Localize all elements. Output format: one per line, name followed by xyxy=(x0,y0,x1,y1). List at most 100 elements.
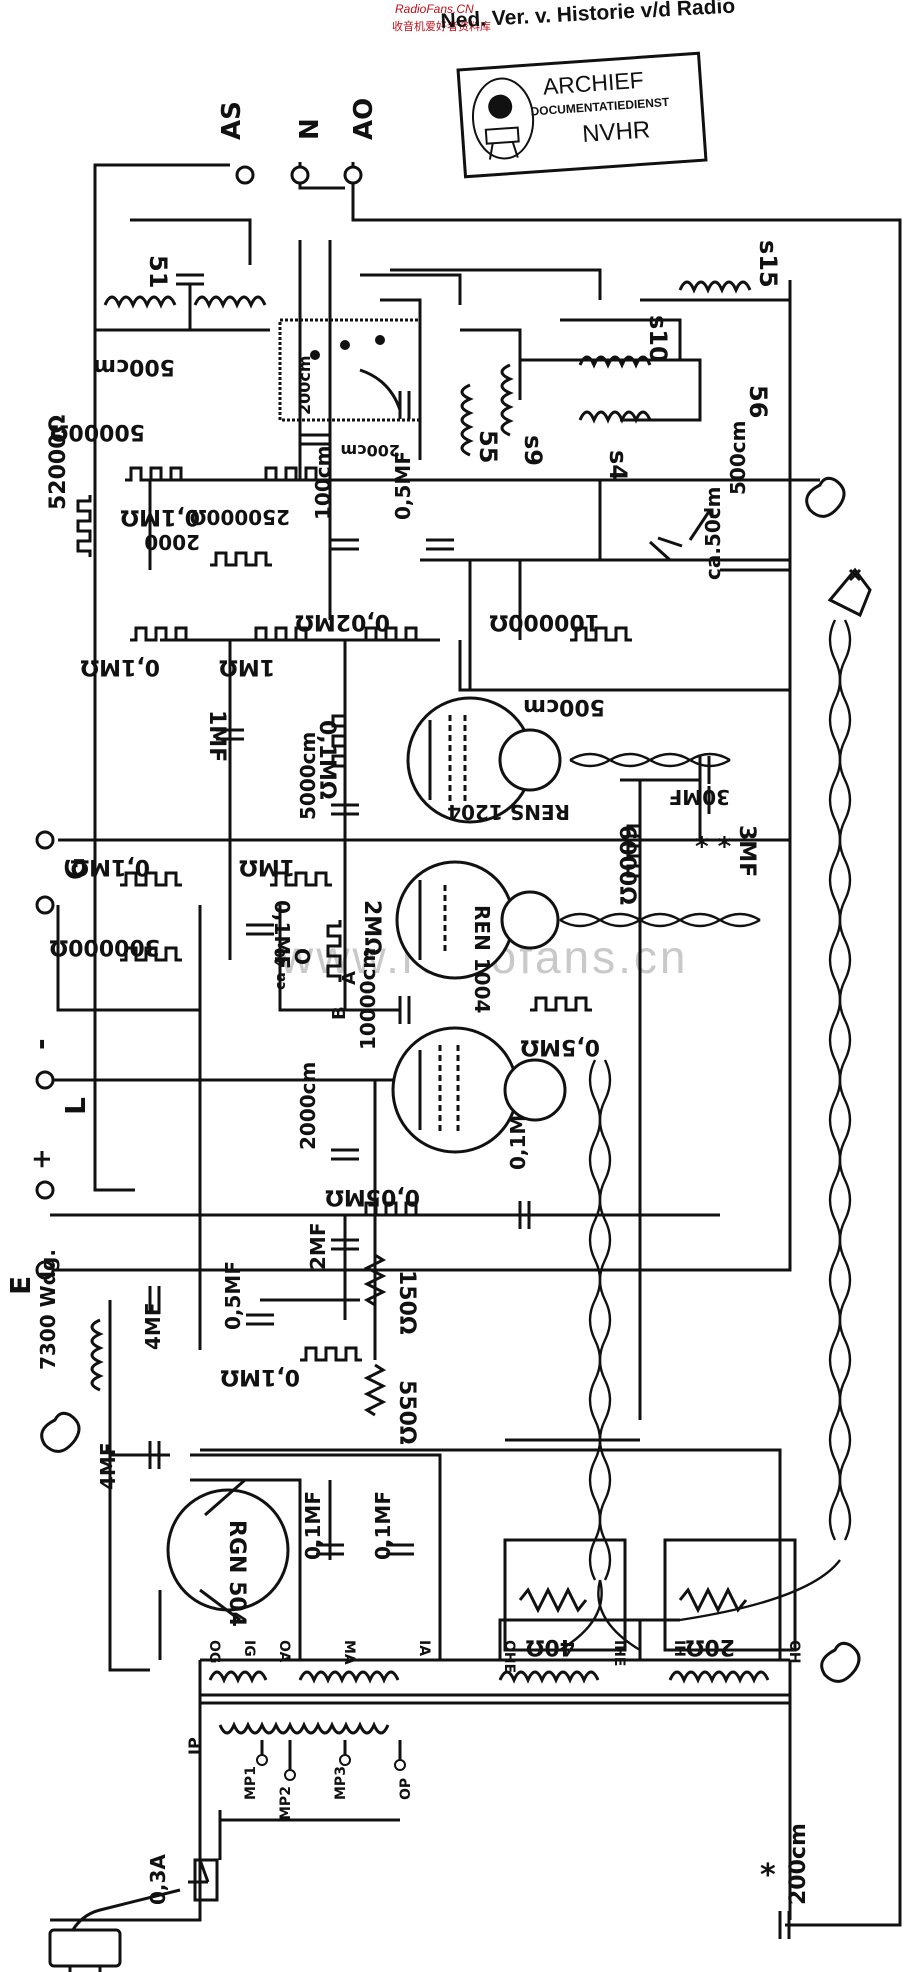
tap-ig: IG xyxy=(241,1640,257,1657)
label-01m-e: 0,1MΩ xyxy=(220,1364,300,1389)
label-c4mf-a: 4MF xyxy=(141,1303,165,1350)
label-50000: 50000Ω xyxy=(49,419,145,444)
switch-o: O xyxy=(291,948,315,965)
label-1m-b: 1MΩ xyxy=(239,854,295,879)
plug-icon xyxy=(48,1928,122,1968)
label-c200-bottom: 200cm xyxy=(786,1823,811,1905)
tap-op: OP xyxy=(398,1778,414,1800)
label-52000: 52000Ω xyxy=(46,414,71,510)
mains-plug: 0,3A xyxy=(48,1810,222,1972)
label-c500-top: 500cm xyxy=(93,354,175,379)
fuse-label: 0,3A xyxy=(146,1854,170,1905)
tap-ma: MA xyxy=(341,1640,357,1665)
coil-label-s4: s4 xyxy=(604,450,632,481)
label-c01mf-c: 0,1MF xyxy=(301,1491,325,1560)
star-mark: * xyxy=(760,1858,776,1893)
tap-og: OG xyxy=(206,1640,222,1663)
tap-oa: OA xyxy=(276,1640,292,1663)
switch-labels: O ca 40 A B * * * xyxy=(273,832,776,1893)
terminals: AS N AO G - L + E xyxy=(4,98,379,1295)
terminal-n: N xyxy=(295,118,325,140)
label-01m-c: 0,1MΩ xyxy=(314,720,339,800)
label-c5000: 5000cm xyxy=(296,732,320,820)
tap-oh: OH xyxy=(786,1640,802,1664)
label-01m-b: 0,1MΩ xyxy=(80,654,160,679)
tap-ih: IH xyxy=(671,1640,687,1657)
filament-twisted-leads xyxy=(559,619,852,1652)
coil-label-51: 51 xyxy=(144,255,172,288)
label-1m-a: 1MΩ xyxy=(219,654,275,679)
radio-tower-icon xyxy=(471,77,535,160)
terminal-g: G xyxy=(59,857,92,880)
capacitors: 500cm 200cm 200cm 100cm 0,5MF 500cm ca.5… xyxy=(93,273,811,1941)
label-c01mf-d: 0,1MF xyxy=(371,1491,395,1560)
label-c4mf-b: 4MF xyxy=(96,1443,120,1490)
label-150: 150Ω xyxy=(394,1270,419,1335)
terminal-l-plus-sign: + xyxy=(27,1148,57,1170)
label-c2mf: 2MF xyxy=(306,1223,330,1270)
label-c1mf: 1MF xyxy=(204,710,229,762)
tube-label-ren: REN 1004 xyxy=(470,905,494,1013)
label-c200-a: 200cm xyxy=(295,355,314,415)
terminal-ao: AO xyxy=(349,98,379,140)
label-01m-a: 0,1MΩ xyxy=(120,504,200,529)
coil-label-s15: s15 xyxy=(754,240,782,288)
tap-ihe: IHE xyxy=(611,1640,627,1667)
label-c10000: 10000cm xyxy=(356,948,380,1050)
label-002m: 0,02MΩ xyxy=(295,609,390,634)
label-300000: 300000Ω xyxy=(49,934,160,959)
tap-ohe: OHE xyxy=(501,1640,517,1673)
switch-ca40: ca 40 xyxy=(273,948,289,990)
label-c500-mid: 500cm xyxy=(726,421,750,495)
tube-label-rens: RENS 1204 xyxy=(447,800,570,824)
ground-icon xyxy=(805,476,846,518)
label-c2000: 2000cm xyxy=(296,1062,320,1150)
label-c01mf-a: 0,1MF xyxy=(270,900,294,969)
mains-transformer: OG IG OA MA IA OHE IHE IH OH IP MP1 MP2 … xyxy=(185,1538,802,1820)
tube-label-rgn: RGN 504 xyxy=(224,1520,249,1627)
wave-switch xyxy=(278,318,422,446)
tap-mp2: MP2 xyxy=(278,1786,294,1820)
switch-b: B xyxy=(329,1006,350,1020)
terminal-e: E xyxy=(4,1276,37,1295)
resistors: 50000Ω 52000Ω 0,1MΩ 250000Ω 2000 0,1MΩ 1… xyxy=(46,414,748,1659)
coils: 51 s15 s10 56 55 s9 s4 xyxy=(90,240,782,1392)
label-550: 550Ω xyxy=(394,1380,419,1445)
stars-mark: * * xyxy=(695,832,732,862)
label-p20: 20Ω xyxy=(685,1634,735,1659)
terminal-l-minus-sign: - xyxy=(24,1038,57,1050)
coil-label-s9: s9 xyxy=(519,435,547,466)
coil-label-56: 56 xyxy=(744,385,772,418)
field-coil-label: 7300 Wdg. xyxy=(36,1249,60,1370)
label-c3mf: 3MF xyxy=(734,825,759,877)
tap-mp3: MP3 xyxy=(333,1766,349,1800)
label-p40: 40Ω xyxy=(525,1634,575,1659)
label-05m: 0,5MΩ xyxy=(520,1034,600,1059)
coil-label-s10: s10 xyxy=(644,315,672,363)
antenna-connector xyxy=(827,567,872,618)
site-subtitle: 收音机爱好者资料库 xyxy=(392,21,491,33)
ground-icons xyxy=(40,476,861,1683)
label-c500-low: 500cm xyxy=(523,694,605,719)
label-c05mf-a: 0,5MF xyxy=(391,451,415,520)
wiring xyxy=(50,162,902,1927)
terminal-l: L xyxy=(59,1097,92,1115)
label-100000: 100000Ω xyxy=(489,609,600,634)
tap-ip: IP xyxy=(185,1737,204,1755)
tap-mp1: MP1 xyxy=(243,1766,259,1800)
label-c05mf-b: 0,5MF xyxy=(221,1261,245,1330)
switch-a: A xyxy=(339,971,360,985)
label-250000: 250000Ω xyxy=(190,505,291,529)
label-c30mf: 30MF xyxy=(669,785,730,809)
ground-icon xyxy=(820,1641,861,1683)
label-01m-d: 0,1MΩ xyxy=(70,854,150,879)
tubes: RENS 1204 REN 1004 RGN 504 xyxy=(166,696,570,1627)
label-005m: 0,05MΩ xyxy=(325,1184,420,1209)
label-c200-b: 200cm xyxy=(340,441,400,460)
terminal-as: AS xyxy=(217,101,247,140)
label-c100: 100cm xyxy=(311,446,335,520)
label-2m: 2MΩ xyxy=(359,900,384,956)
label-2000: 2000 xyxy=(144,530,200,554)
ground-icon xyxy=(40,1411,81,1453)
